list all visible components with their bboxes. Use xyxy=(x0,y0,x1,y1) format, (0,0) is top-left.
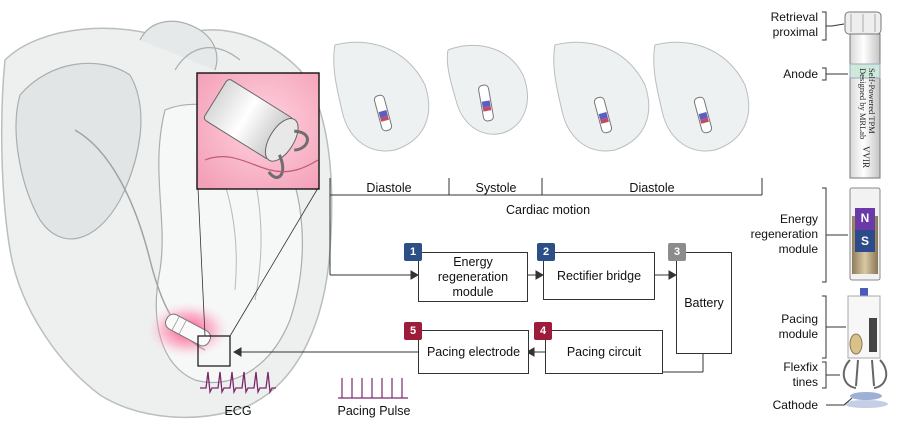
cardiac-motion-label: Cardiac motion xyxy=(505,203,591,217)
callout-pacing-module: Pacing module xyxy=(778,312,818,341)
body-text-line1: Self-Powered xyxy=(867,68,877,115)
device-exploded-view xyxy=(842,11,888,408)
phase-diastole-left: Diastole xyxy=(366,181,412,195)
step-badge-2: 2 xyxy=(537,243,555,261)
ecg-label: ECG xyxy=(224,404,252,418)
phase-diastole-right: Diastole xyxy=(629,181,675,195)
pacing-circuit-box: Pacing circuit xyxy=(545,330,663,374)
callout-retrieval: Retrieval proximal xyxy=(770,10,818,39)
heart-capsule xyxy=(165,313,211,347)
callout-anode: Anode xyxy=(783,67,818,81)
pacing-pulse-label: Pacing Pulse xyxy=(337,404,411,418)
step-badge-3: 3 xyxy=(668,243,686,261)
magnet-n-label: N xyxy=(860,211,870,225)
pacing-electrode-box: Pacing electrode xyxy=(418,330,529,374)
flow-connectors xyxy=(232,270,704,373)
step-badge-4: 4 xyxy=(534,322,552,340)
battery-box: Battery xyxy=(676,252,732,354)
callout-brackets xyxy=(822,11,853,406)
body-text-line2: TPM xyxy=(867,116,877,134)
callout-flexfix: Flexfix tines xyxy=(783,360,818,389)
device-mode-text: VVIR xyxy=(861,146,871,168)
magnet-north xyxy=(855,208,875,230)
inset-zoom xyxy=(196,72,320,337)
callout-cathode: Cathode xyxy=(772,398,818,412)
step-badge-5: 5 xyxy=(404,322,422,340)
rectifier-bridge-box: Rectifier bridge xyxy=(543,252,655,300)
phase-systole: Systole xyxy=(475,181,517,195)
cardiac-motion-panels xyxy=(333,41,750,152)
zoom-box xyxy=(197,335,231,367)
energy-regeneration-box: Energy regeneration module xyxy=(418,252,528,302)
magnet-s-label: S xyxy=(860,234,869,248)
ecg-waveform xyxy=(200,371,276,395)
step-badge-1: 1 xyxy=(404,243,422,261)
body-text-line3: Designed xyxy=(858,68,868,101)
pacing-pulse-waveform xyxy=(338,378,408,399)
phase-timeline xyxy=(329,178,763,275)
callout-energy-module: Energy regeneration module xyxy=(750,212,818,256)
body-text-line4: by MRLab xyxy=(858,102,868,140)
magnet-south xyxy=(855,230,875,252)
